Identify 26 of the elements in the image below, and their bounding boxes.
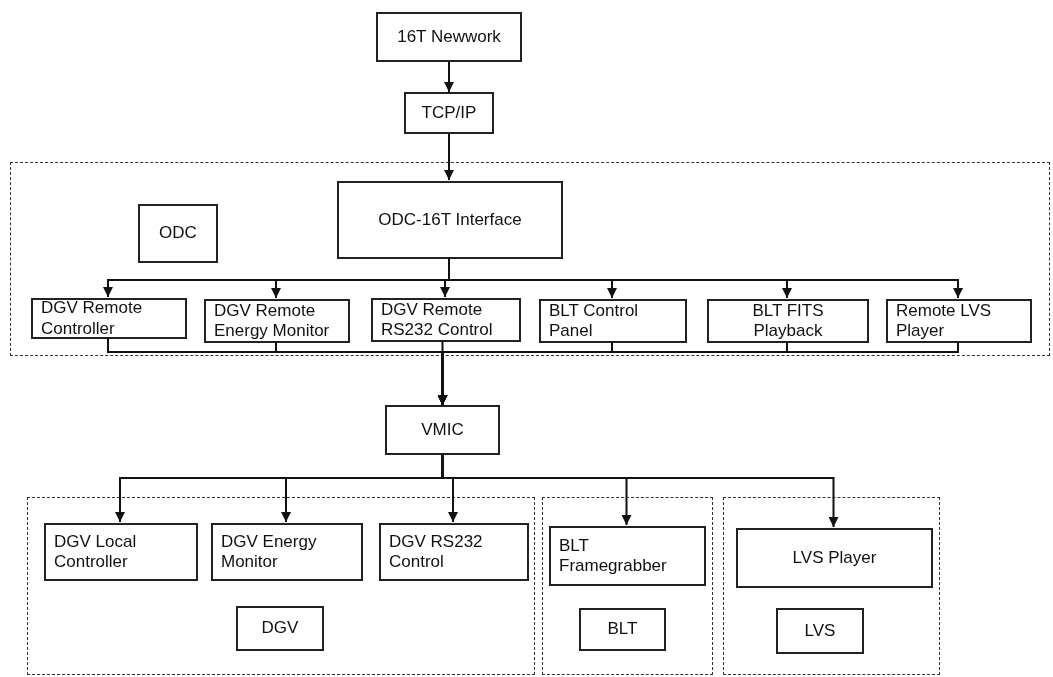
dashed-group-frame bbox=[27, 497, 535, 675]
process-box: BLT Framegrabber bbox=[549, 526, 706, 586]
process-box: DGV Remote Controller bbox=[31, 298, 187, 339]
process-box: Remote LVS Player bbox=[886, 299, 1032, 343]
dashed-group-frame bbox=[10, 162, 1050, 356]
process-box: BLT FITS Playback bbox=[707, 299, 869, 343]
arrow bbox=[441, 454, 839, 528]
arrow bbox=[444, 61, 454, 93]
process-box: LVS bbox=[776, 608, 864, 654]
process-box: DGV RS232 Control bbox=[379, 523, 529, 581]
dashed-group-frame bbox=[542, 497, 713, 675]
process-box: ODC-16T Interface bbox=[337, 181, 563, 259]
process-box: DGV Remote RS232 Control bbox=[371, 298, 521, 342]
process-box: VMIC bbox=[385, 405, 500, 455]
process-box: DGV Remote Energy Monitor bbox=[204, 299, 350, 343]
process-box: DGV Local Controller bbox=[44, 523, 198, 581]
process-box: BLT bbox=[579, 608, 666, 651]
process-box: 16T Newwork bbox=[376, 12, 522, 62]
process-box: DGV Energy Monitor bbox=[211, 523, 363, 581]
arrow bbox=[444, 133, 454, 181]
process-box: ODC bbox=[138, 204, 218, 263]
process-box: TCP/IP bbox=[404, 92, 494, 134]
process-box: LVS Player bbox=[736, 528, 933, 588]
dashed-group-frame bbox=[723, 497, 940, 675]
process-box: DGV bbox=[236, 606, 324, 651]
process-box: BLT Control Panel bbox=[539, 299, 687, 343]
